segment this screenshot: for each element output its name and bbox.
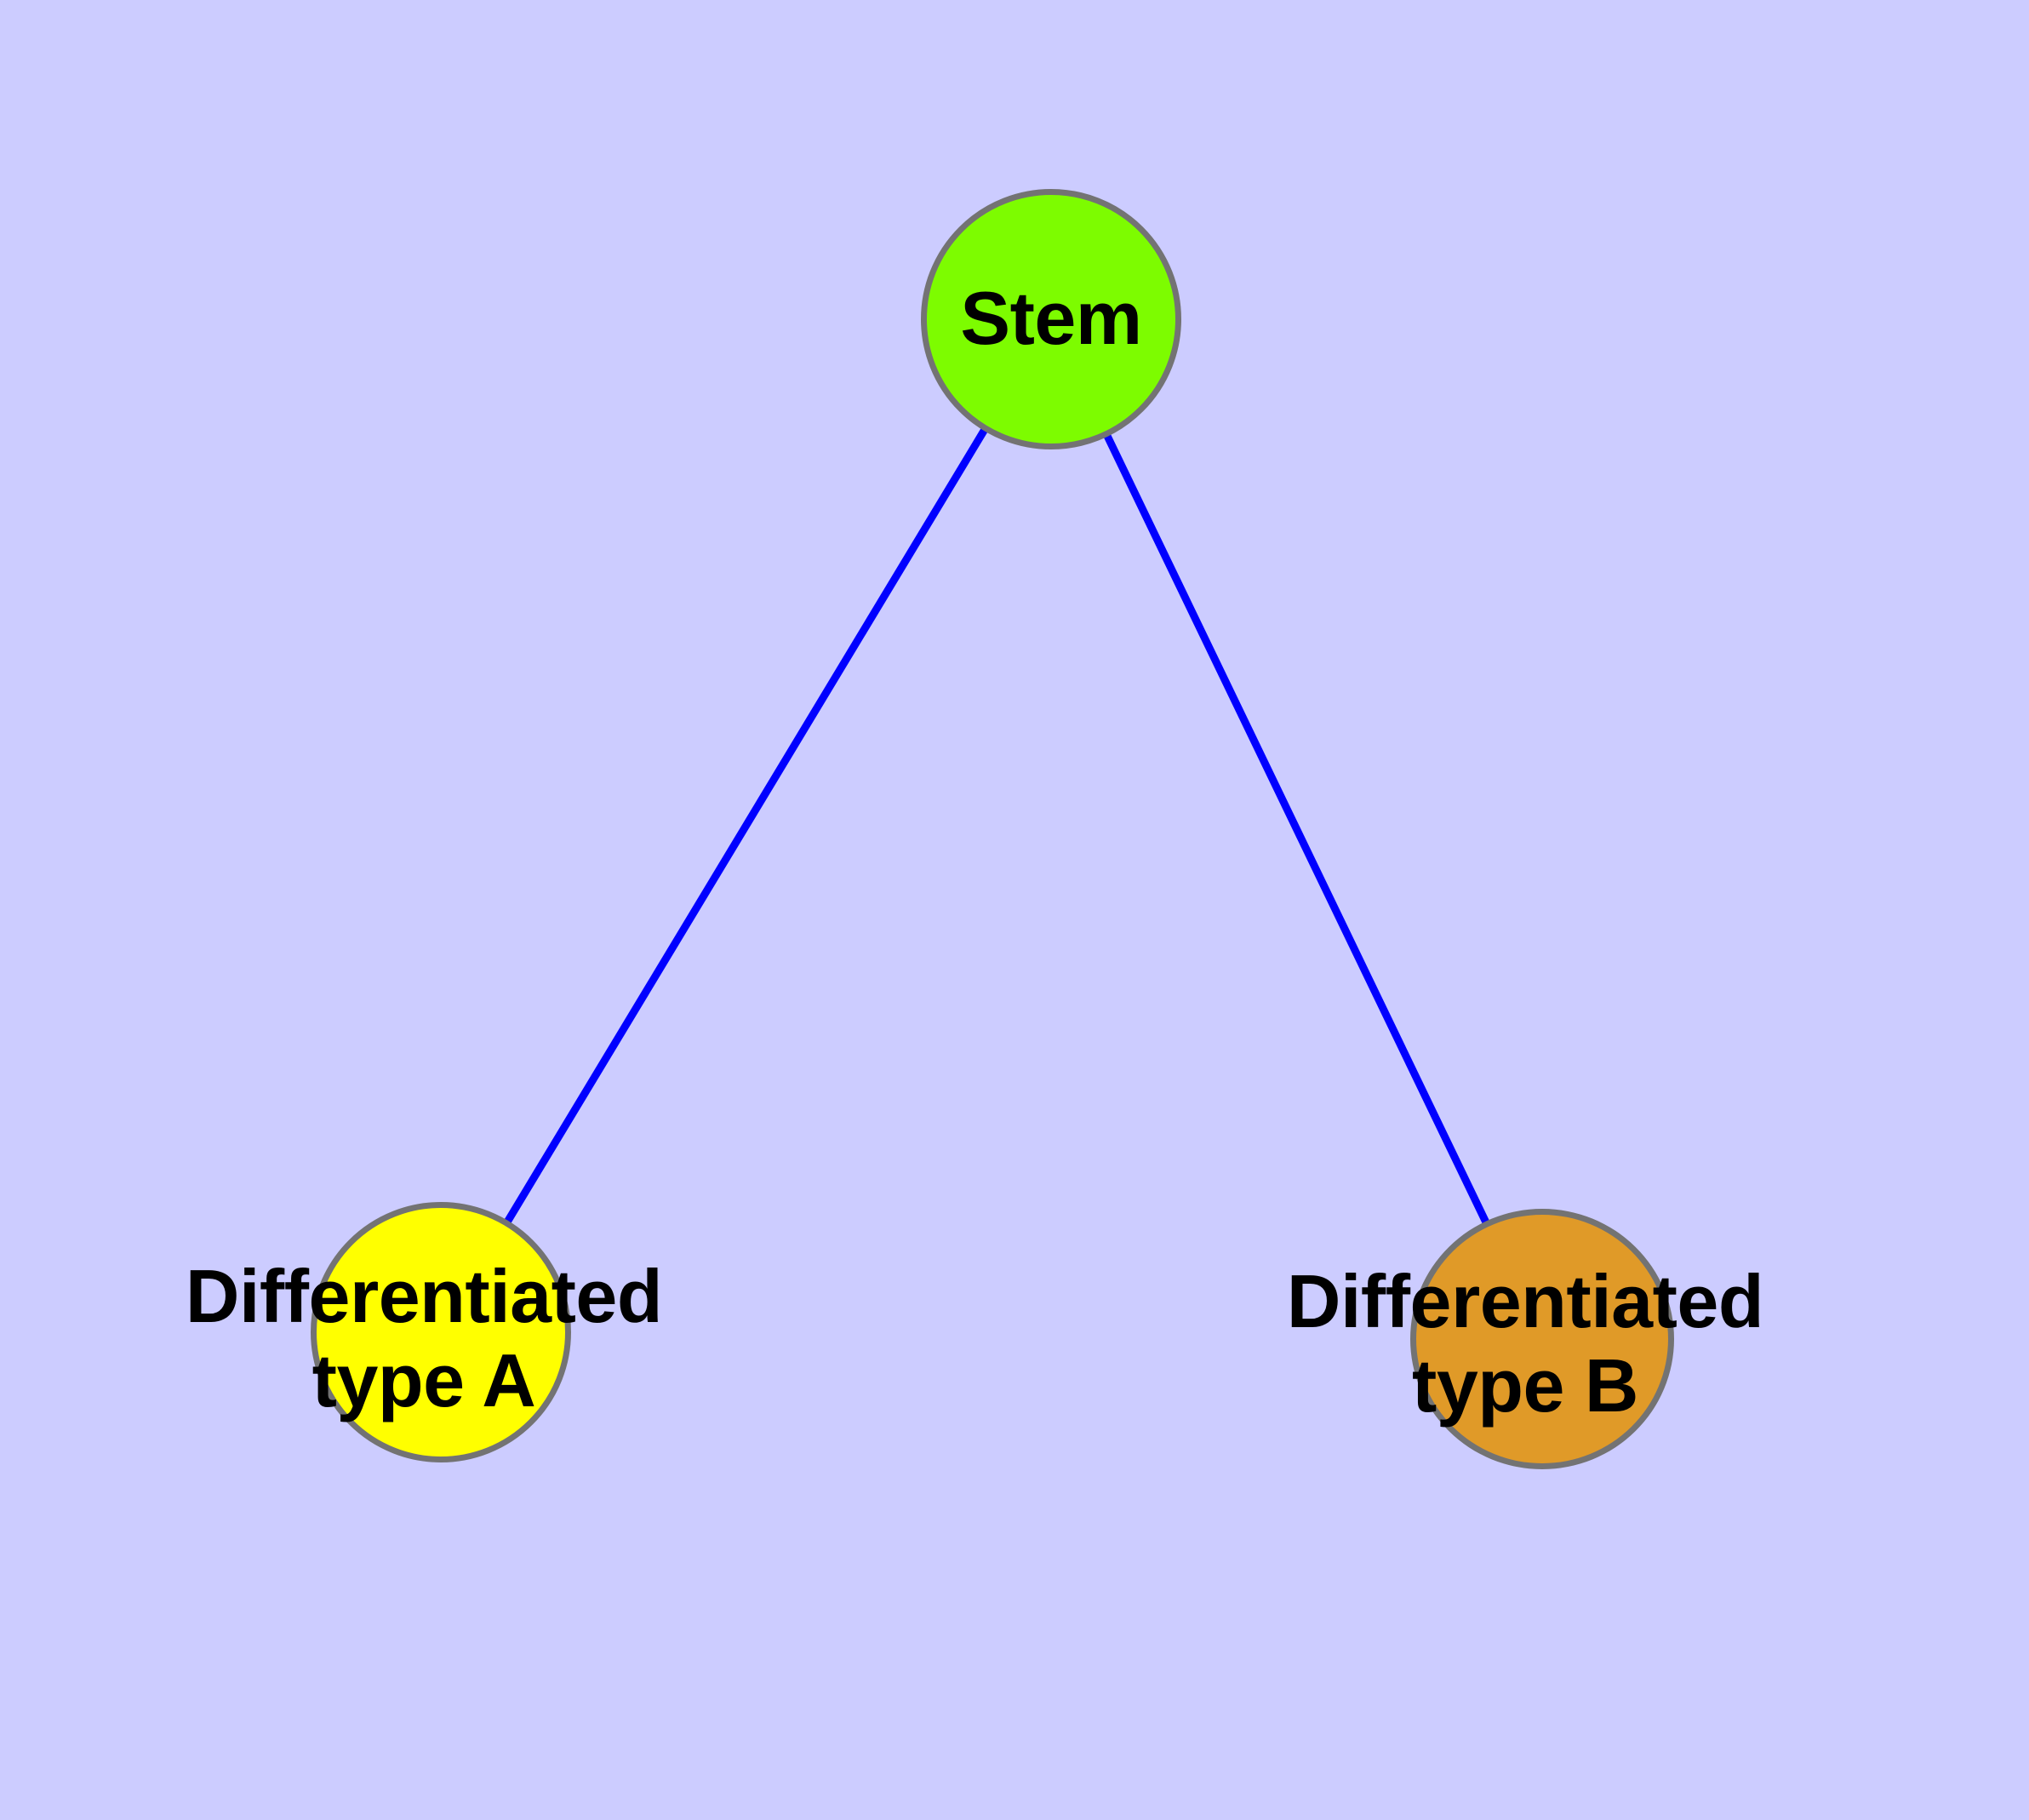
- node-stem[interactable]: [921, 189, 1181, 449]
- edge-stem-to-differentiated-type-a: [437, 317, 1055, 1335]
- edge-stem-to-differentiated-type-b: [1047, 318, 1546, 1341]
- node-differentiated-type-b[interactable]: [1410, 1209, 1674, 1469]
- node-differentiated-type-a[interactable]: [311, 1202, 571, 1462]
